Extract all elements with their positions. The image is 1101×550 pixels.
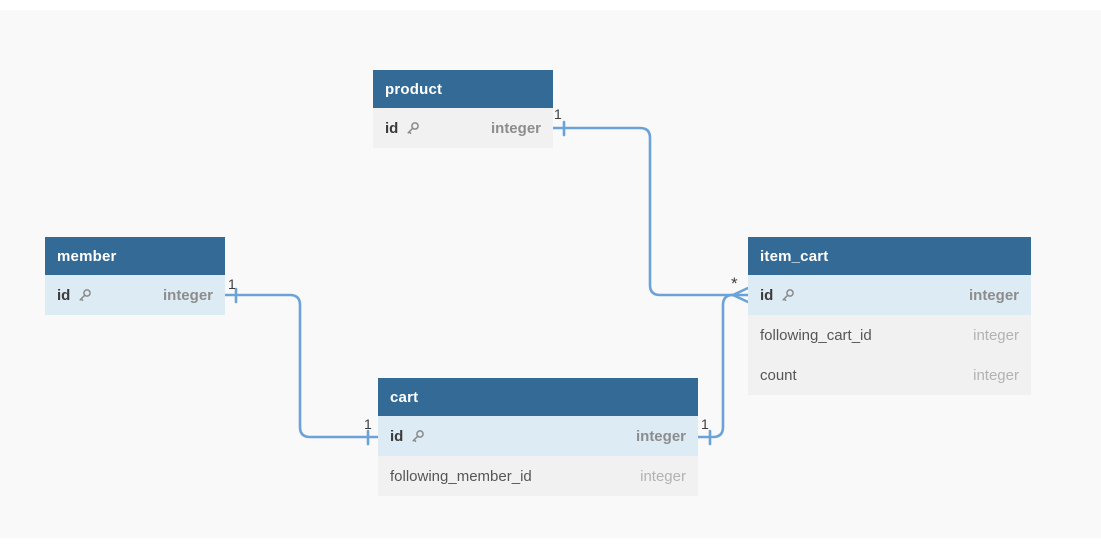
primary-key-icon (412, 429, 425, 442)
cardinality-label-member-side: 1 (228, 276, 236, 292)
cardinality-label-cart-left-side: 1 (364, 416, 372, 432)
table-member-column-id[interactable]: id integer (45, 275, 225, 315)
column-type: integer (635, 427, 686, 445)
table-item_cart-column-count[interactable]: count integer (748, 355, 1031, 395)
one-tick-markers (234, 120, 712, 446)
cardinality-label-item_cart-side: * (731, 274, 738, 293)
column-name: id (390, 427, 404, 445)
table-item_cart-column-id[interactable]: id integer (748, 275, 1031, 315)
table-item_cart-column-following_cart_id[interactable]: following_cart_id integer (748, 315, 1031, 355)
table-product[interactable]: product id integer (373, 70, 553, 148)
canvas-top-margin (0, 0, 1101, 10)
column-name: id (385, 119, 399, 137)
table-product-header[interactable]: product (373, 70, 553, 108)
crow-foot-many-marker (731, 286, 750, 304)
column-type: integer (640, 467, 686, 485)
column-type: integer (490, 119, 541, 137)
primary-key-icon (79, 288, 92, 301)
column-name: id (760, 286, 774, 304)
column-name: count (760, 366, 797, 384)
column-name: following_cart_id (760, 326, 872, 344)
primary-key-icon (407, 121, 420, 134)
table-cart-column-following_member_id[interactable]: following_member_id integer (378, 456, 698, 496)
cardinality-label-product-side: 1 (554, 106, 562, 122)
column-type: integer (162, 286, 213, 304)
table-cart[interactable]: cart id integer following_member_id inte… (378, 378, 698, 496)
column-type: integer (973, 366, 1019, 384)
cardinality-label-cart-right-side: 1 (701, 416, 709, 432)
table-product-column-id[interactable]: id integer (373, 108, 553, 148)
table-cart-column-id[interactable]: id integer (378, 416, 698, 456)
column-type: integer (968, 286, 1019, 304)
table-item_cart-header[interactable]: item_cart (748, 237, 1031, 275)
table-member[interactable]: member id integer (45, 237, 225, 315)
table-item_cart[interactable]: item_cart id integer following_cart_id i… (748, 237, 1031, 395)
table-cart-header[interactable]: cart (378, 378, 698, 416)
column-name: id (57, 286, 71, 304)
relationship-product-item_cart[interactable] (551, 126, 734, 297)
table-name: item_cart (760, 247, 829, 265)
column-type: integer (973, 326, 1019, 344)
relationship-cart-item_cart[interactable] (696, 293, 735, 439)
table-member-header[interactable]: member (45, 237, 225, 275)
table-name: cart (390, 388, 419, 406)
primary-key-icon (782, 288, 795, 301)
relationship-member-cart[interactable] (223, 293, 380, 439)
column-name: following_member_id (390, 467, 532, 485)
table-name: product (385, 80, 443, 98)
table-name: member (57, 247, 117, 265)
canvas-bottom-margin (0, 538, 1101, 550)
